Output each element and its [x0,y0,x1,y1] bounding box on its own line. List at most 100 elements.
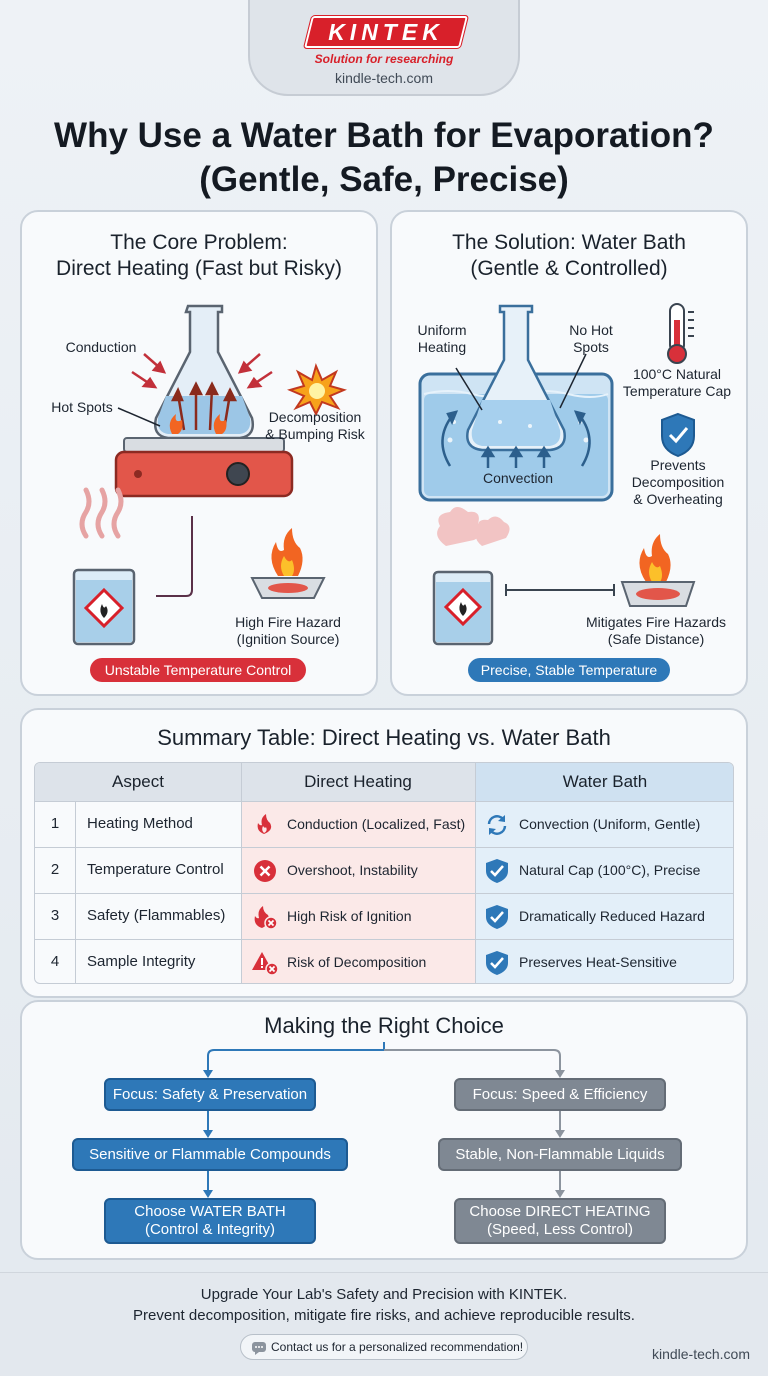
row-number: 4 [50,953,60,970]
contact-button-label: Contact us for a personalized recommenda… [271,1340,524,1354]
problem-title-line-1: The Core Problem: [110,231,288,254]
row-direct: Overshoot, Instability [287,862,418,878]
unstable-temperature-pill: Unstable Temperature Control [90,658,306,682]
direct-heating-illustration [72,304,347,646]
brand-name: KINTEK [328,19,444,45]
label-uniform-heating: Uniform Heating [404,322,480,356]
decision-flow-lines [203,1042,565,1198]
footer-line-2: Prevent decomposition, mitigate fire ris… [133,1307,635,1324]
table-divider [475,763,476,983]
problem-title-line-2: Direct Heating (Fast but Risky) [56,257,342,280]
choose-water-bath-line-2: (Control & Integrity) [144,1221,276,1238]
row-number: 3 [50,907,60,924]
label-decomposition: Decomposition & Bumping Risk [260,409,370,443]
label-no-hot-spots: No Hot Spots [556,322,626,356]
x-circle-icon [254,860,276,882]
label-fire-hazard-line-2: (Ignition Source) [236,631,340,647]
sensitive-compounds-box: Sensitive or Flammable Compounds [72,1138,348,1171]
label-cap-line-2: Temperature Cap [622,383,732,399]
label-temperature-cap: 100°C Natural Temperature Cap [614,366,740,400]
brand-tagline: Solution for researching [314,52,454,66]
stable-temperature-pill: Precise, Stable Temperature [468,658,670,682]
flammable-beaker-icon [432,507,510,646]
heat-arrows-icon [170,381,238,431]
summary-table: Aspect Direct Heating Water Bath 1 Heati… [34,762,734,984]
row-aspect: Heating Method [87,815,193,832]
table-divider [35,801,733,802]
page-title: Why Use a Water Bath for Evaporation? (G… [40,114,728,202]
choose-water-bath-line-1: Choose WATER BATH [134,1203,286,1220]
row-bath: Convection (Uniform, Gentle) [519,816,701,832]
hot-spots-pointer [117,407,161,427]
chat-icon [252,1342,266,1355]
table-divider [241,763,242,983]
shield-check-icon [486,859,508,883]
label-decomposition-line-2: & Bumping Risk [265,426,365,442]
label-uniform-line-2: Heating [417,339,467,355]
row-bath: Preserves Heat-Sensitive Samples [519,954,677,970]
shield-check-icon [661,412,695,458]
stable-liquids-box: Stable, Non-Flammable Liquids [438,1138,682,1171]
summary-title: Summary Table: Direct Heating vs. Water … [157,725,611,750]
conduction-arrows-icon [131,353,273,389]
table-divider [35,847,733,848]
warning-x-icon [252,952,279,976]
contact-button[interactable]: Contact us for a personalized recommenda… [240,1334,528,1360]
direct-column-bg [241,801,475,983]
shield-check-icon [486,905,508,929]
row-aspect: Sample Integrity [87,953,196,970]
choose-direct-heating-line-1: Choose DIRECT HEATING [469,1203,651,1220]
row-aspect: Temperature Control [87,861,224,878]
flame-icon [257,814,272,834]
title-line-2: (Gentle, Safe, Precise) [199,160,569,199]
row-aspect: Safety (Flammables) [87,907,226,924]
solution-title: The Solution: Water Bath (Gentle & Contr… [390,230,748,282]
footer-tagline: Upgrade Your Lab's Safety and Precision … [20,1284,748,1326]
label-fire-hazard-line-1: High Fire Hazard [235,614,341,630]
bath-column-bg [475,801,733,983]
solution-title-line-1: The Solution: Water Bath [452,231,686,254]
label-prevents-line-3: & Overheating [633,491,723,507]
table-divider [35,939,733,940]
label-convection: Convection [482,470,554,486]
row-number: 2 [50,861,60,878]
flask-icon [154,304,254,440]
label-nohot-line-1: No Hot [569,322,613,338]
header-bath: Water Bath [562,772,648,791]
label-prevents-line-1: Prevents [650,457,706,473]
shield-check-icon [486,951,508,975]
row-bath: Natural Cap (100°C), Precise [519,862,701,878]
label-prevents: Prevents Decomposition & Overheating [620,457,736,508]
header-aspect: Aspect [112,772,164,791]
burner-flame-icon [620,534,696,607]
row-bath: Dramatically Reduced Hazard [519,908,705,924]
label-hot-spots: Hot Spots [51,399,113,415]
hot-spot-flame-icon [169,414,227,434]
choose-direct-heating-line-2: (Speed, Less Control) [487,1221,633,1238]
label-prevents-line-2: Decomposition [631,474,725,490]
label-mitigates-line-1: Mitigates Fire Hazards [585,614,727,630]
footer-url[interactable]: kindle-tech.com [651,1346,750,1362]
footer-line-1: Upgrade Your Lab's Safety and Precision … [200,1286,568,1303]
problem-title: The Core Problem: Direct Heating (Fast b… [20,230,378,282]
header-tab: KINTEK Solution for researching kindle-t… [248,0,520,96]
solution-title-line-2: (Gentle & Controlled) [470,257,668,280]
label-conduction: Conduction [65,339,137,355]
row-direct: Conduction (Localized, Fast) [287,816,466,832]
header-url[interactable]: kindle-tech.com [334,70,434,86]
hotplate-icon [114,437,294,498]
label-mitigates-line-2: (Safe Distance) [607,631,705,647]
label-mitigates: Mitigates Fire Hazards (Safe Distance) [574,614,738,648]
focus-speed-box: Focus: Speed & Efficiency [454,1078,666,1111]
label-fire-hazard: High Fire Hazard (Ignition Source) [216,614,360,648]
title-line-1: Why Use a Water Bath for Evaporation? [54,116,714,155]
label-decomposition-line-1: Decomposition [268,409,362,425]
table-divider [35,893,733,894]
label-nohot-line-2: Spots [573,339,609,355]
flask-icon [466,304,566,452]
flame-x-icon [254,906,278,930]
bath-column-header-bg [475,763,733,801]
safe-distance-line [505,584,615,596]
row-direct: High Risk of Ignition [287,908,412,924]
label-uniform-line-1: Uniform [417,322,467,338]
